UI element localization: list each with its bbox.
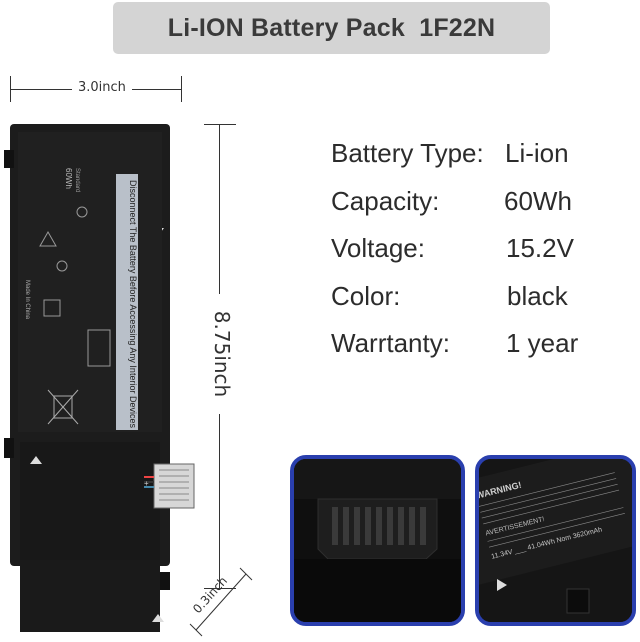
svg-text:+: +: [144, 479, 149, 488]
width-label: 3.0inch: [72, 80, 132, 95]
spec-key: Color:: [331, 280, 401, 311]
spec-value: black: [507, 280, 568, 311]
banner-model: 1F22N: [419, 13, 496, 42]
banner-product: Li-ION Battery Pack: [167, 13, 405, 42]
spec-value: 15.2V: [506, 233, 574, 263]
spec-row-color: Color: black: [331, 281, 631, 329]
width-dimension: 3.0inch: [10, 76, 182, 102]
spec-row-capacity: Capacity: 60Wh: [331, 186, 631, 234]
spec-list: Battery Type: Li-ion Capacity: 60Wh Volt…: [331, 138, 631, 376]
spec-value: 60Wh: [504, 185, 572, 216]
spec-row-voltage: Voltage: 15.2V: [331, 233, 631, 281]
length-label: 8.75inch: [210, 294, 234, 414]
label-closeup-photo: WARNING! AVERTISSEMENT! 11.34V ___ 41.04…: [475, 455, 636, 626]
battery-standard-text: Standard: [74, 168, 80, 192]
thickness-dimension: 0.3inch: [188, 560, 258, 640]
battery-warning-text: Disconnect The Battery Before Accessing …: [128, 180, 138, 428]
connector-drawing: [294, 459, 461, 622]
spec-key: Voltage:: [331, 233, 425, 263]
connector-closeup-photo: [290, 455, 465, 626]
thickness-lines: [189, 567, 253, 637]
spec-row-battery-type: Battery Type: Li-ion: [331, 138, 631, 186]
spec-key: Battery Type:: [331, 138, 484, 168]
battery-capacity-text: 60Wh: [64, 168, 73, 189]
battery-drawing: 60Wh Standard Disconnect The Battery Bef…: [4, 124, 195, 632]
spec-value: Li-ion: [505, 138, 569, 168]
title-banner: Li-ION Battery Pack 1F22N: [113, 2, 550, 54]
battery-image: 60Wh Standard Disconnect The Battery Bef…: [4, 120, 204, 640]
length-dimension: 8.75inch: [204, 124, 236, 589]
spec-key: Capacity:: [331, 185, 440, 216]
label-drawing: WARNING! AVERTISSEMENT! 11.34V ___ 41.04…: [479, 459, 632, 622]
spec-value: 1 year: [506, 328, 579, 358]
spec-row-warranty: Warrtanty: 1 year: [331, 328, 631, 376]
spec-key: Warrtanty:: [331, 328, 450, 358]
battery-made-in-text: Made In China: [24, 280, 30, 320]
